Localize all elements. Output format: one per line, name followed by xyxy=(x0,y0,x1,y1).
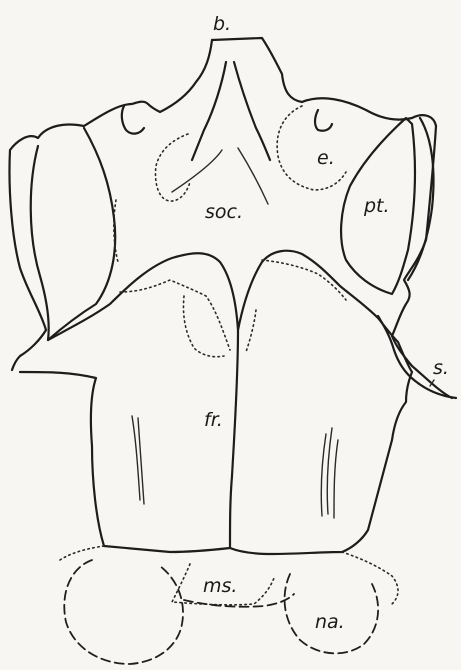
label-supraoccipital: soc. xyxy=(205,201,243,223)
frontal-inner-curve xyxy=(183,296,224,357)
label-mesethmoid: ms. xyxy=(203,575,237,597)
frontal-inner-curve-right xyxy=(246,310,256,352)
soc-crest-left xyxy=(172,150,222,192)
supraoccipital-ridge-right xyxy=(234,62,270,160)
striation xyxy=(334,440,338,518)
label-epiotic: e. xyxy=(317,147,335,169)
label-frontal: fr. xyxy=(204,409,223,431)
striation xyxy=(327,428,332,514)
left-nasal-dashed xyxy=(64,560,183,664)
left-frontal xyxy=(20,253,238,552)
left-frontal-inner xyxy=(120,280,230,350)
striation xyxy=(321,434,326,516)
label-pterotic: pt. xyxy=(363,195,390,217)
skull-roof-outline-left xyxy=(9,40,212,370)
left-nasal-dotted xyxy=(60,546,104,560)
label-sphenotic: s. xyxy=(433,357,449,379)
epiotic-notch xyxy=(315,110,332,131)
label-nasal: na. xyxy=(315,611,345,633)
supraoccipital-ridge xyxy=(192,62,226,160)
left-notch xyxy=(122,106,144,134)
right-nasal-dotted xyxy=(342,552,398,604)
right-epiotic-outline xyxy=(277,106,346,190)
soc-crest-right xyxy=(238,148,268,204)
label-basioccipital: b. xyxy=(213,13,231,35)
mesethmoid-dashed xyxy=(184,594,294,607)
